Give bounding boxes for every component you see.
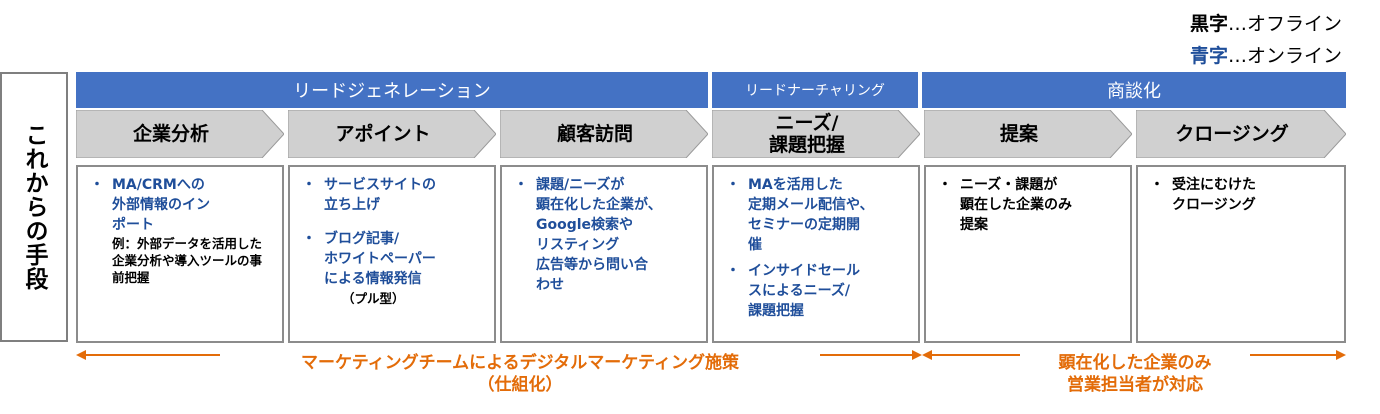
bullet-text: MAを活用した 定期メール配信や、 セミナーの定期開 催 [748, 177, 874, 253]
step-label: クロージング [1175, 123, 1289, 145]
bullet-item: ・ ニーズ・課題が 顕在した企業のみ 提案 [938, 175, 1122, 235]
bullet-dot: ・ [302, 177, 316, 193]
chevron-shape [500, 110, 708, 158]
box-appointment: ・ サービスサイトの 立ち上げ ・ ブログ記事/ ホワイトペーパー による情報発… [288, 165, 496, 343]
marketing-caption: マーケティングチームによるデジタルマーケティング施策 （仕組化） [220, 352, 820, 396]
step-proposal: 提案 [924, 110, 1132, 158]
box-needs-assessment: ・ MAを活用した 定期メール配信や、 セミナーの定期開 催 ・ インサイドセー… [712, 165, 920, 343]
side-label-box: これからの手段 [0, 72, 68, 342]
example-note: 例：外部データを活用した企業分析や導入ツールの事前把握 [112, 236, 263, 285]
box-customer-visit: ・ 課題/ニーズが 顕在化した企業が、 Google検索や リスティング 広告等… [500, 165, 708, 343]
bullet-text: ブログ記事/ ホワイトペーパー による情報発信 [324, 231, 436, 287]
bullet-dot: ・ [726, 177, 740, 193]
bullet-text: 受注にむけた クロージング [1172, 177, 1256, 213]
bullet-item: ・ 受注にむけた クロージング [1150, 175, 1336, 215]
legend-offline: 黒字…オフライン [1190, 8, 1342, 40]
chevron-shape [924, 110, 1132, 158]
step-customer-visit: 顧客訪問 [500, 110, 708, 158]
phase-label: リードナーチャリング [745, 83, 885, 99]
sales-caption: 顕在化した企業のみ 営業担当者が対応 [1020, 352, 1250, 396]
chevron-shape [712, 110, 920, 158]
box-proposal: ・ ニーズ・課題が 顕在した企業のみ 提案 [924, 165, 1132, 343]
bullet-item: ・ ブログ記事/ ホワイトペーパー による情報発信 [302, 229, 486, 289]
bullet-dot: ・ [1150, 177, 1164, 193]
step-appointment: アポイント [288, 110, 496, 158]
step-label: アポイント [335, 123, 431, 145]
bullet-dot: ・ [938, 177, 952, 193]
side-label: これからの手段 [21, 123, 47, 291]
bullet-dot: ・ [514, 177, 528, 193]
legend-offline-key: 黒字 [1189, 13, 1228, 35]
bullet-item: ・ サービスサイトの 立ち上げ [302, 175, 486, 215]
bullet-text: MA/CRMへの 外部情報のイン ポート [112, 177, 210, 233]
bullet-dot: ・ [90, 177, 104, 193]
phase-label: 商談化 [1107, 81, 1161, 102]
bullet-text: ニーズ・課題が 顕在した企業のみ 提案 [960, 177, 1072, 233]
bullet-item: ・ 課題/ニーズが 顕在化した企業が、 Google検索や リスティング 広告等… [514, 175, 698, 295]
bullet-text: 課題/ニーズが 顕在化した企業が、 Google検索や リスティング 広告等から… [536, 177, 662, 293]
step-company-analysis: 企業分析 [76, 110, 284, 158]
pull-type-note: （プル型） [342, 291, 405, 306]
box-closing: ・ 受注にむけた クロージング [1136, 165, 1346, 343]
phase-deal-creation: 商談化 [922, 72, 1346, 108]
chevron-shape [288, 110, 496, 158]
legend-online: 青字…オンライン [1190, 40, 1342, 72]
phase-label: リードジェネレーション [293, 81, 491, 102]
step-label: 提案 [999, 123, 1038, 145]
step-label: 顧客訪問 [556, 123, 633, 145]
chevron-shape [1136, 110, 1346, 158]
bullet-text: インサイドセール スによるニーズ/ 課題把握 [748, 263, 860, 319]
color-legend: 黒字…オフライン 青字…オンライン [1190, 8, 1342, 72]
legend-online-key: 青字 [1189, 45, 1228, 67]
step-needs-assessment: ニーズ/ 課題把握 [712, 110, 920, 158]
bullet-item: ・ インサイドセール スによるニーズ/ 課題把握 [726, 261, 910, 321]
legend-offline-desc: …オフライン [1227, 13, 1342, 35]
phase-lead-nurturing: リードナーチャリング [712, 72, 918, 108]
chevron-shape [76, 110, 284, 158]
bullet-item: ・ MAを活用した 定期メール配信や、 セミナーの定期開 催 [726, 175, 910, 255]
step-closing: クロージング [1136, 110, 1346, 158]
bullet-dot: ・ [726, 263, 740, 279]
bullet-item: ・ MA/CRMへの 外部情報のイン ポート [90, 175, 274, 235]
box-company-analysis: ・ MA/CRMへの 外部情報のイン ポート 例：外部データを活用した企業分析や… [76, 165, 284, 343]
phase-lead-generation: リードジェネレーション [76, 72, 708, 108]
bullet-text: サービスサイトの 立ち上げ [324, 177, 436, 213]
legend-online-desc: …オンライン [1227, 45, 1342, 67]
bullet-dot: ・ [302, 231, 316, 247]
step-label: 企業分析 [132, 123, 209, 145]
step-label: ニーズ/ 課題把握 [768, 112, 845, 156]
